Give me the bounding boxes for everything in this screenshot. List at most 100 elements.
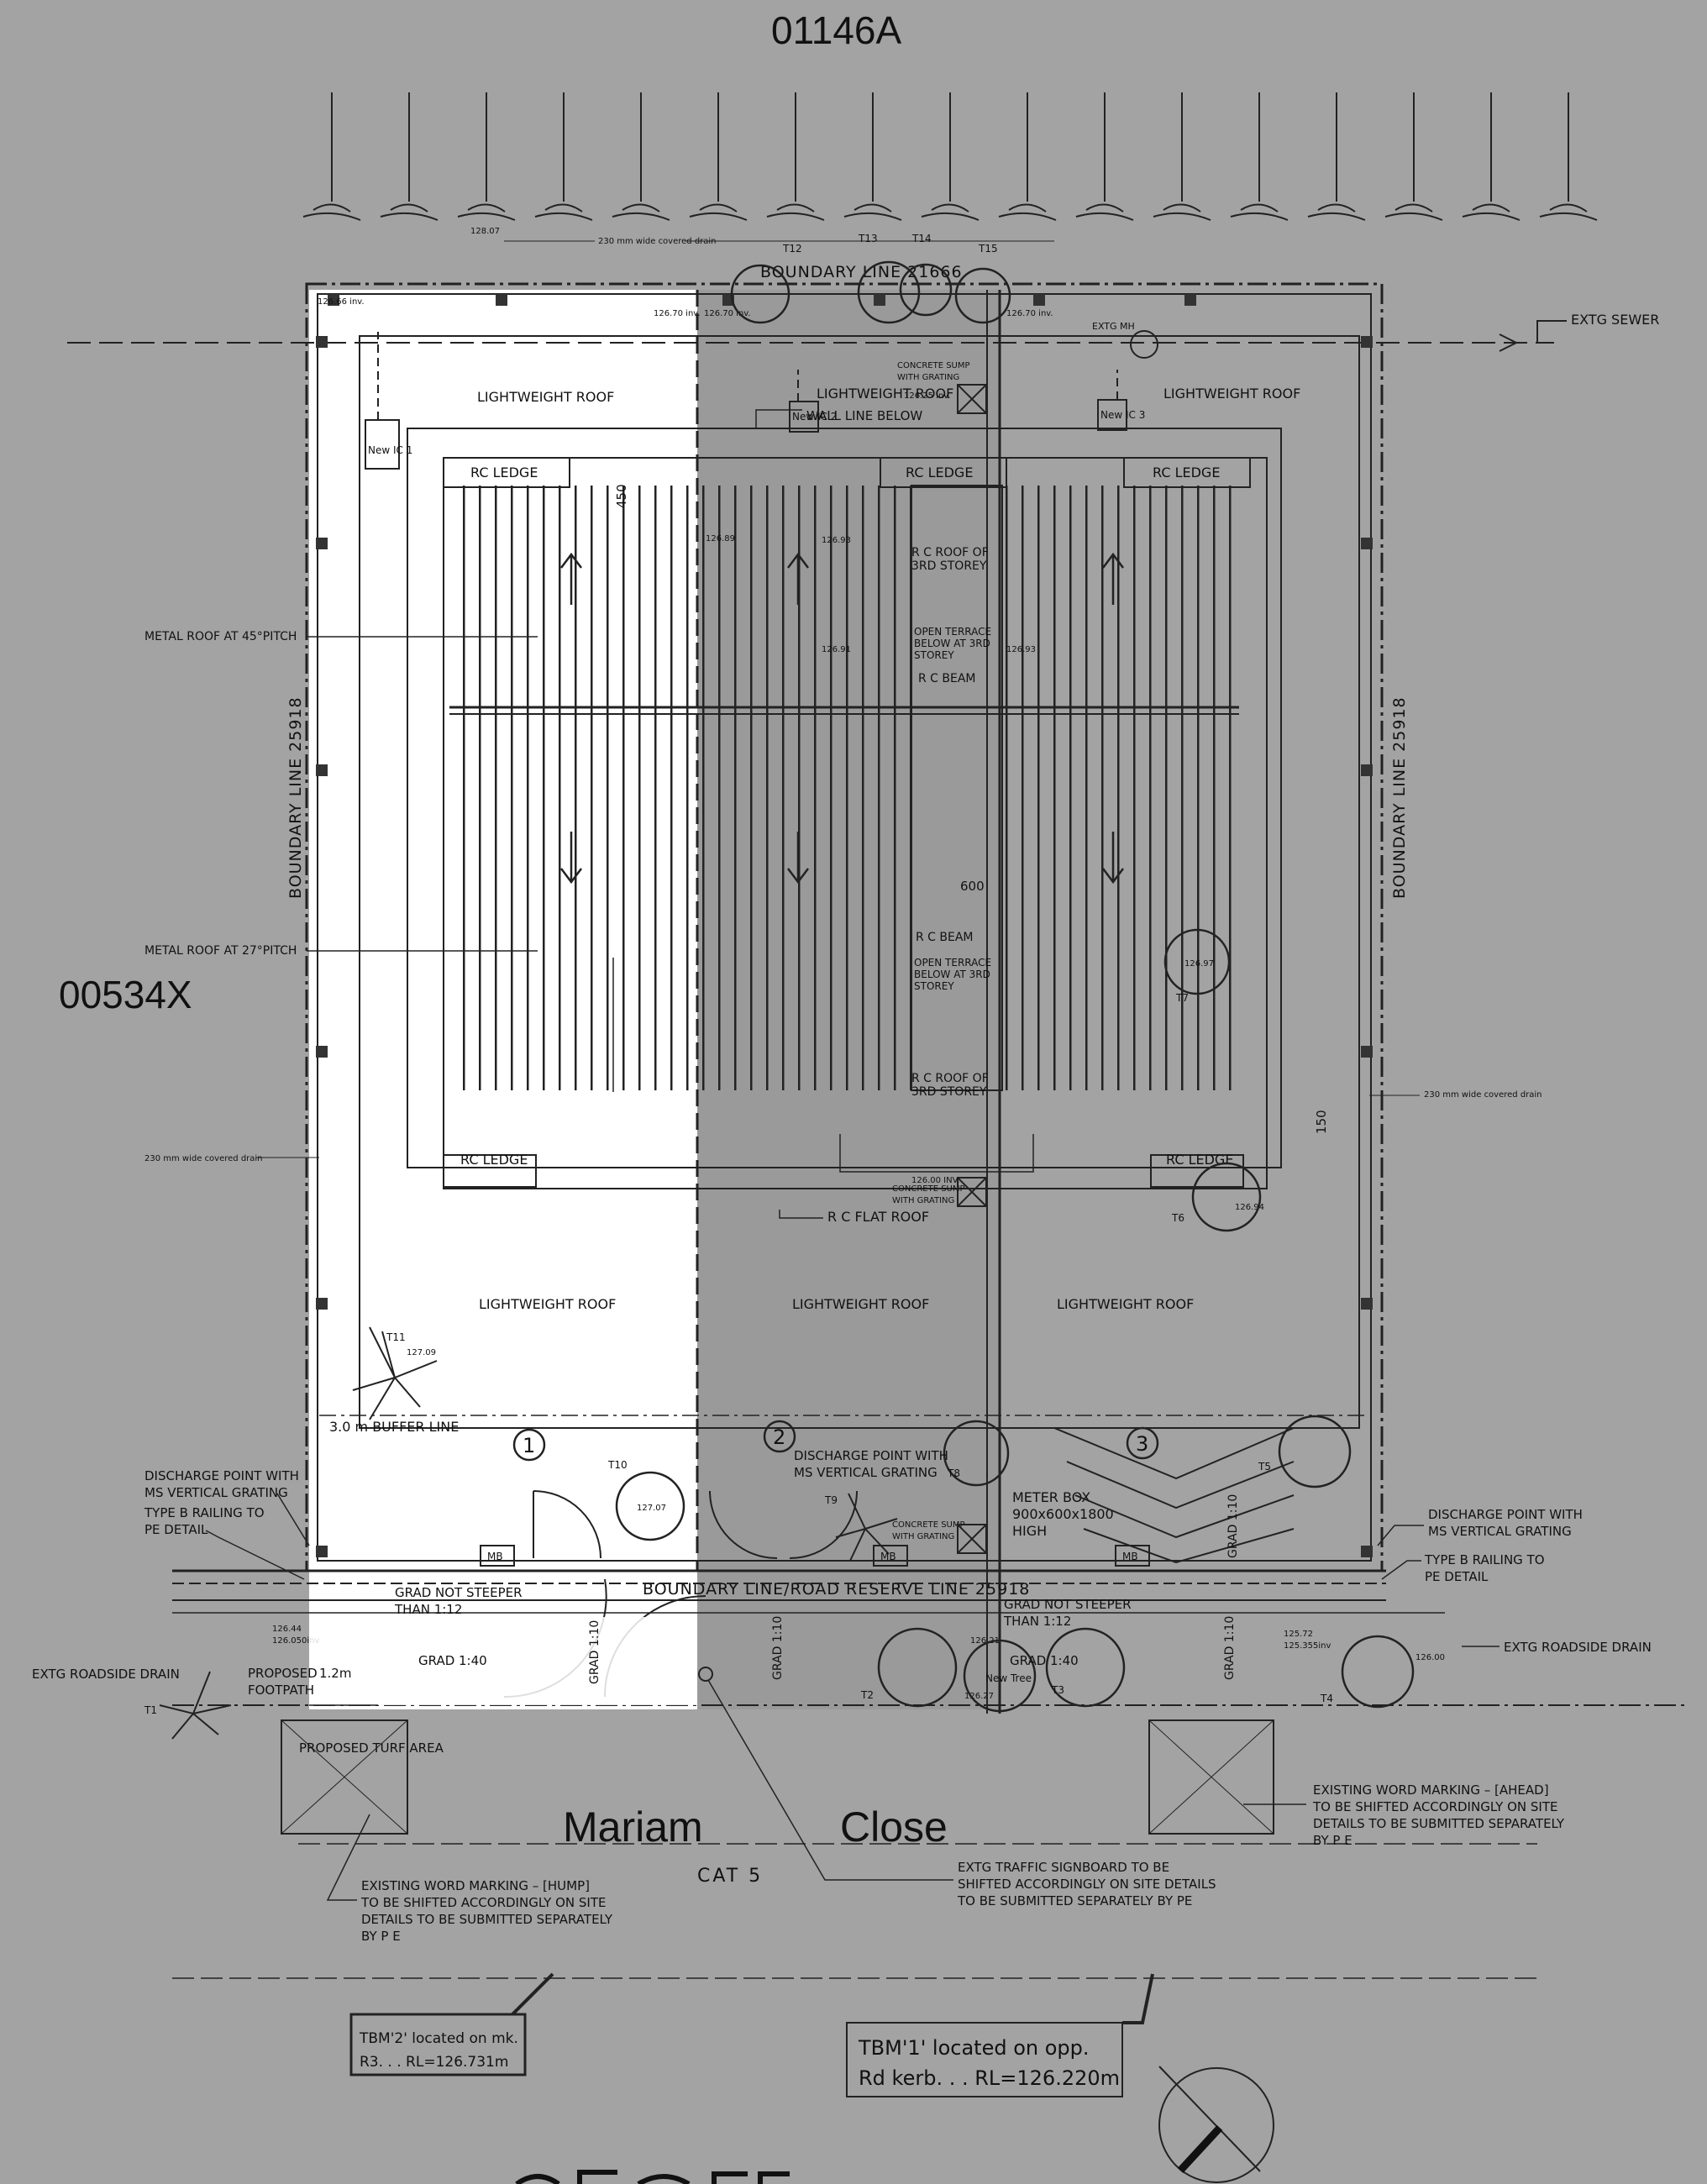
roof-area-2	[701, 486, 911, 1090]
roof-leaders	[307, 409, 1034, 1219]
trees	[615, 260, 1415, 1713]
manhole-label: EXTG MH	[1092, 321, 1135, 332]
drain-grate	[874, 294, 885, 306]
hedge-stroke	[1539, 92, 1598, 221]
grad-112-b: THAN 1:12	[394, 1602, 462, 1617]
turf-label: PROPOSED TURF AREA	[299, 1740, 444, 1756]
unit-3: 3	[1136, 1432, 1148, 1456]
mb-2: MB	[880, 1551, 896, 1562]
level-126-70-a: 126.70 inv.	[654, 309, 701, 318]
terrace-bottom-a: OPEN TERRACE	[914, 957, 991, 969]
street-category: CAT 5	[697, 1866, 763, 1887]
grad-112-c: GRAD NOT STEEPER	[1004, 1597, 1132, 1612]
tree-t6	[1191, 1162, 1262, 1232]
marking-box-right	[1148, 1719, 1274, 1835]
discharge-right-a: DISCHARGE POINT WITH	[1428, 1507, 1583, 1522]
rc-roof-3rd-top-a: R C ROOF OF	[911, 546, 989, 559]
railing-left-b: PE DETAIL	[144, 1522, 208, 1537]
rc-roof-3rd-top-b: 3RD STOREY	[911, 559, 987, 573]
drain-grate	[328, 294, 339, 306]
new-ic-boxes	[365, 332, 1127, 470]
tree-t5	[1278, 1415, 1352, 1488]
grad-112-d: THAN 1:12	[1003, 1614, 1071, 1629]
lightweight-roof-1-bottom: LIGHTWEIGHT ROOF	[479, 1296, 616, 1312]
drain-grate	[1361, 1046, 1373, 1058]
tree-new	[963, 1639, 1037, 1713]
svg-text:EXISTING WORD MARKING – [AHEAD: EXISTING WORD MARKING – [AHEAD]	[1313, 1782, 1549, 1798]
drain-grates	[316, 294, 1373, 1557]
hedge-stroke	[1307, 92, 1366, 221]
svg-text:BY P E: BY P E	[361, 1929, 401, 1944]
roof-area-3	[1004, 486, 1239, 1090]
manhole-circle	[1130, 330, 1158, 359]
sump-mid-a: CONCRETE SUMP	[892, 1184, 965, 1194]
level-128-07: 128.07	[470, 227, 500, 236]
sewer-label: EXTG SEWER	[1571, 312, 1659, 328]
rc-ledge-5: RC LEDGE	[1166, 1152, 1233, 1168]
tree-label-t8: T8	[947, 1467, 960, 1479]
level-126-25: 126.25 inv.	[904, 391, 951, 401]
tree-t10	[615, 1471, 685, 1541]
dim-150: 150	[1314, 1110, 1329, 1134]
proposed-footpath-white	[309, 1617, 697, 1705]
grad-110-a: GRAD 1:10	[588, 1620, 601, 1684]
tree-t4	[1341, 1635, 1415, 1709]
tree-label-t12: T12	[782, 243, 802, 255]
tbm2-box	[349, 2013, 527, 2076]
roadside-drain-left: EXTG ROADSIDE DRAIN	[32, 1667, 180, 1682]
discharge-left-b: MS VERTICAL GRATING	[144, 1485, 288, 1500]
footpath-width: 1.2m	[319, 1666, 351, 1681]
level-126-27: 126.27	[964, 1692, 994, 1701]
level-125-72: 125.72	[1284, 1630, 1313, 1639]
tree-label-t3: T3	[1051, 1684, 1064, 1696]
hedge-stroke	[689, 92, 748, 221]
sump-top-b: WITH GRATING	[897, 373, 959, 382]
tree-t8	[943, 1420, 1010, 1487]
level-126-93-a: 126.93	[822, 536, 851, 545]
hedge-stroke	[380, 92, 439, 221]
discharge-left-a: DISCHARGE POINT WITH	[144, 1468, 299, 1483]
hedge-stroke	[1230, 92, 1289, 221]
drain-grate	[1361, 1298, 1373, 1310]
discharge-right-b: MS VERTICAL GRATING	[1428, 1524, 1572, 1539]
hedge-stroke	[843, 92, 902, 221]
new-tree-label: New Tree	[985, 1672, 1032, 1684]
mailboxes	[480, 1545, 1150, 1567]
sewer-arrow	[1499, 333, 1519, 352]
boundary-road-label: BOUNDARY LINE/ROAD RESERVE LINE 25918	[643, 1580, 1030, 1599]
drain-grate	[1361, 336, 1373, 348]
lightweight-roof-1-top: LIGHTWEIGHT ROOF	[477, 389, 614, 405]
grad-112-a: GRAD NOT STEEPER	[395, 1585, 523, 1600]
wall-line-below: WALL LINE BELOW	[806, 408, 922, 423]
tree-label-t4: T4	[1320, 1693, 1333, 1704]
discharge-mid-a: DISCHARGE POINT WITH	[794, 1448, 948, 1463]
tree-label-t2: T2	[860, 1689, 874, 1701]
svg-text:TO BE SUBMITTED SEPARATELY BY: TO BE SUBMITTED SEPARATELY BY PE	[957, 1893, 1192, 1908]
tree-t3	[1045, 1627, 1126, 1708]
tree-label-t10: T10	[607, 1459, 628, 1471]
lot-code-left: 00534X	[59, 973, 192, 1016]
roadside-drain-right: EXTG ROADSIDE DRAIN	[1504, 1640, 1652, 1655]
svg-text:EXTG TRAFFIC SIGNBOARD TO BE: EXTG TRAFFIC SIGNBOARD TO BE	[958, 1860, 1169, 1875]
lightweight-roof-2-top: LIGHTWEIGHT ROOF	[817, 386, 953, 402]
sump-bottom-b: WITH GRATING	[892, 1532, 954, 1541]
drain-grate	[1184, 294, 1196, 306]
tree-t13	[857, 260, 921, 324]
rc-beam-top: R C BEAM	[918, 672, 976, 685]
boundary-top-label: BOUNDARY LINE 21666	[760, 263, 963, 281]
buffer-line-label: 3.0 m BUFFER LINE	[329, 1419, 459, 1435]
roof-fall-arrows	[560, 552, 1124, 885]
level-126-70-b: 126.70 inv.	[704, 309, 751, 318]
drain-grate	[1033, 294, 1045, 306]
tree-label-t6: T6	[1171, 1212, 1184, 1224]
grad-140-b: GRAD 1:40	[1010, 1653, 1079, 1668]
level-126-00: 126.00	[1415, 1653, 1445, 1662]
note-sign-leader	[707, 1679, 953, 1881]
level-126-050: 126.050inv	[272, 1636, 319, 1646]
drain-grate	[316, 1046, 328, 1058]
covered-drain-left: 230 mm wide covered drain	[144, 1154, 263, 1163]
tree-label-t7: T7	[1175, 992, 1189, 1004]
boundary-right-label: BOUNDARY LINE 25918	[1390, 696, 1409, 899]
meter-box-c: HIGH	[1012, 1523, 1047, 1539]
